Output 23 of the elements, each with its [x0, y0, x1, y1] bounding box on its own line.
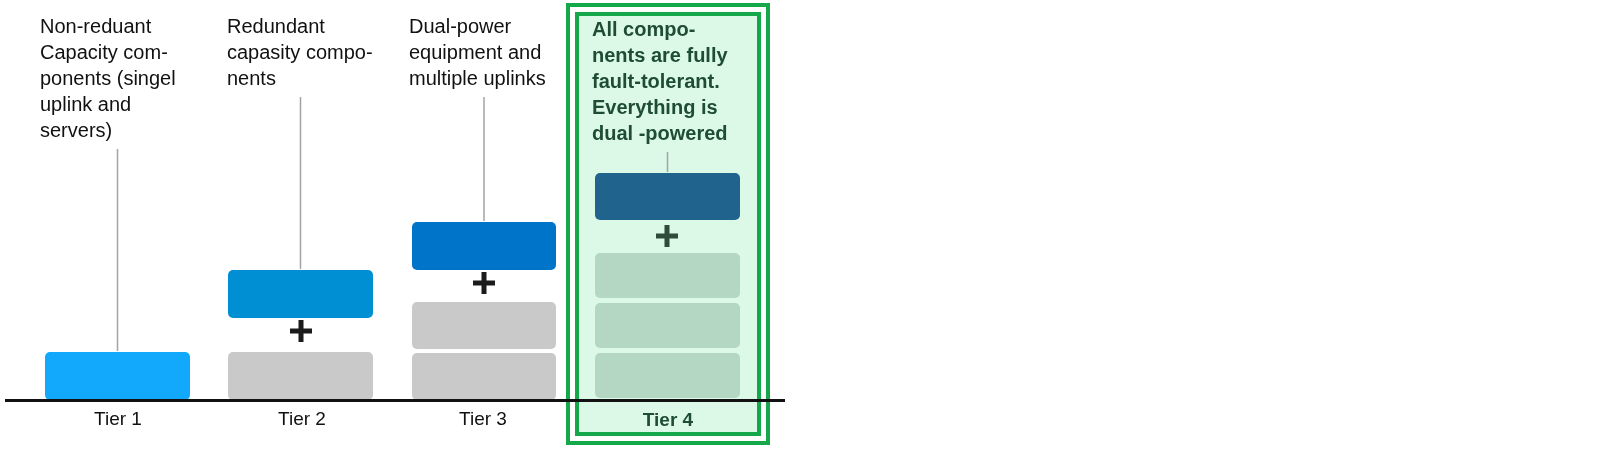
- tier-label: Tier 4: [642, 408, 694, 432]
- component-block: [412, 353, 556, 400]
- component-block: [595, 173, 740, 220]
- tier-description: All compo- nents are fully fault-tolerant. Everything is dual -powered: [592, 17, 729, 146]
- tier-label: Tier 2: [278, 407, 326, 431]
- leader-line: [299, 96, 302, 270]
- component-block: [412, 222, 556, 270]
- component-block: [412, 302, 556, 349]
- component-block: [228, 352, 373, 400]
- component-block: [45, 352, 190, 400]
- component-block: [595, 353, 740, 398]
- leader-line: [666, 151, 669, 173]
- tier-description: Dual-power equipment and multiple uplinks: [409, 13, 547, 91]
- leader-line: [116, 148, 119, 352]
- tier-label: Tier 1: [94, 407, 142, 431]
- tier-label: Tier 3: [459, 407, 507, 431]
- leader-line: [483, 96, 485, 222]
- tier-description: Redundant capasity compo- nents: [227, 13, 374, 91]
- tier-description: Non-reduant Capacity com- ponents (singel uplink and servers): [40, 13, 177, 143]
- component-block: [228, 270, 373, 318]
- component-block: [595, 303, 740, 348]
- highlight-panel: [566, 3, 770, 445]
- component-block: [595, 253, 740, 298]
